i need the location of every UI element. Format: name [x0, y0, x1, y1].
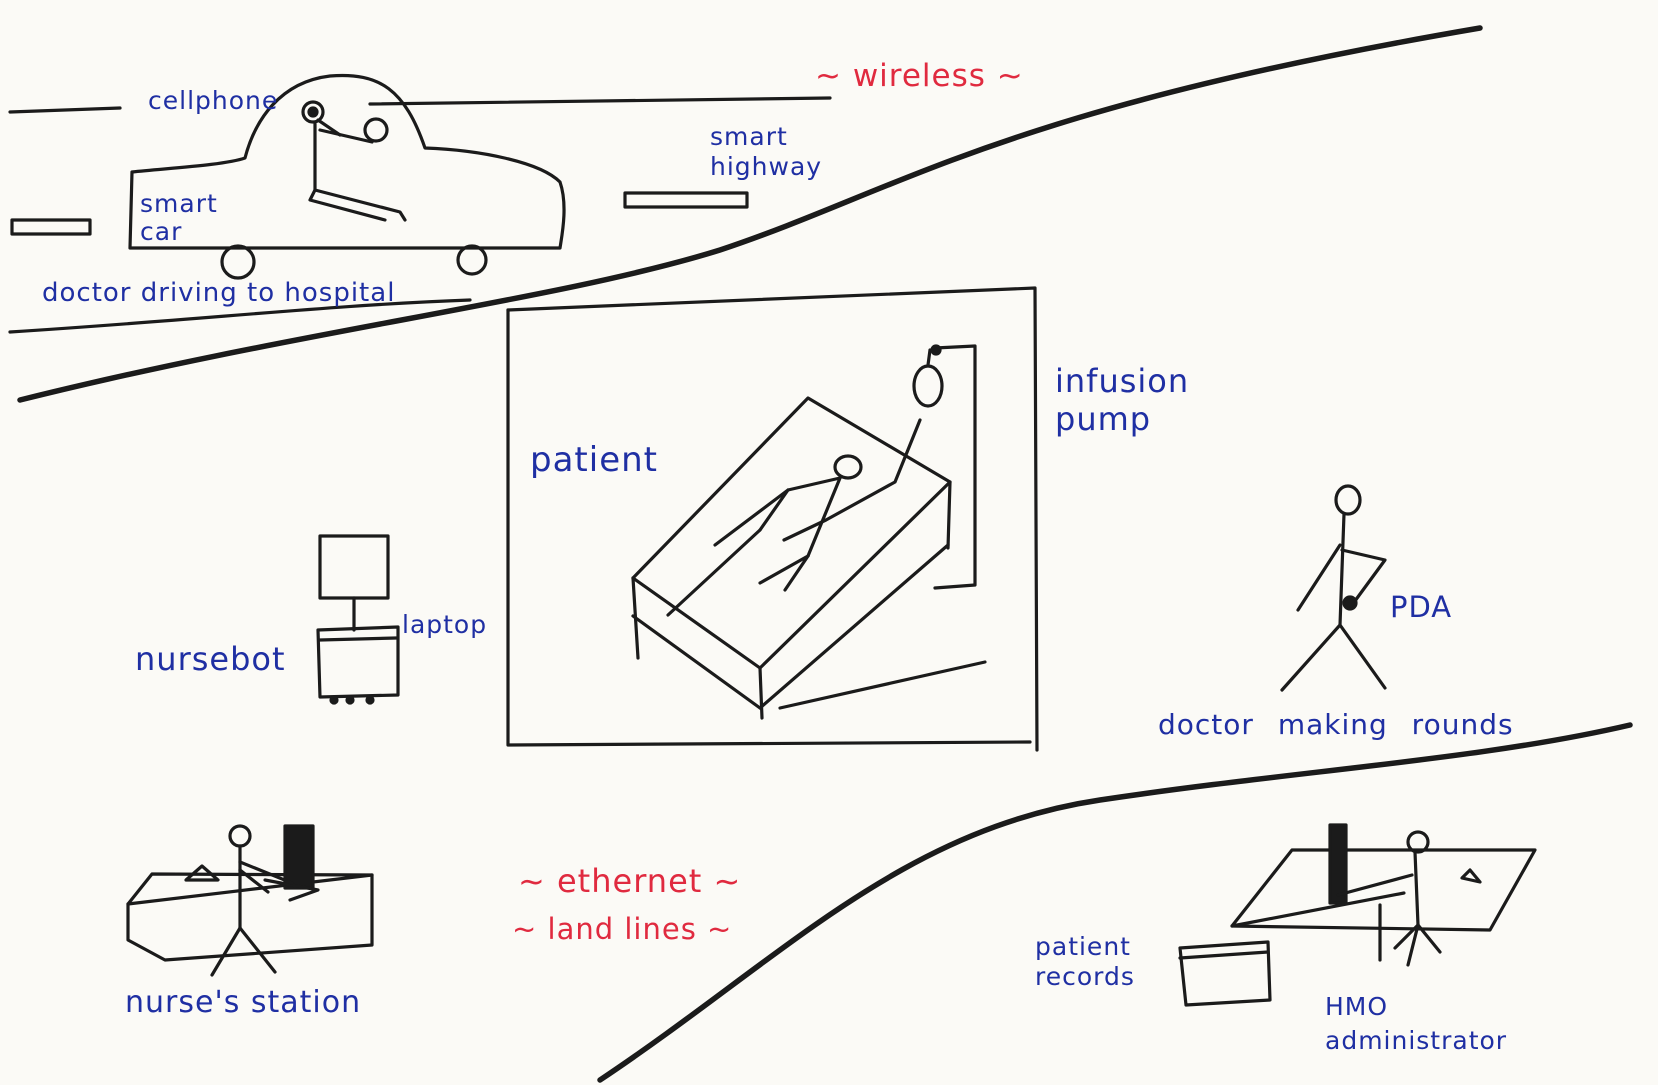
patient-room	[508, 288, 1037, 750]
nursebot-label: nursebot	[135, 640, 286, 678]
wireless-label: ~ wireless ~	[815, 58, 1024, 94]
wireless-zone-divider	[20, 28, 1480, 400]
patient-label: patient	[530, 440, 658, 480]
doctor-driving-label: doctor driving to hospital	[42, 278, 395, 308]
steering-wheel-icon	[365, 119, 387, 141]
nurses-station-drawing	[128, 826, 372, 975]
hmo-administrator-label: HMO administrator	[1325, 990, 1507, 1058]
ethernet-label: ~ ethernet ~	[518, 862, 741, 900]
pda-label: PDA	[1390, 590, 1452, 624]
nurses-station-label: nurse's station	[125, 985, 361, 1020]
hmo-desk-drawing	[1180, 825, 1535, 1005]
nursebot-drawing	[318, 536, 398, 703]
laptop-label: laptop	[402, 610, 487, 639]
infusion-pump-label: infusion pump	[1055, 362, 1189, 438]
patient-records-label: patient records	[1035, 932, 1135, 992]
doctor-rounds-figure	[1282, 486, 1385, 690]
smart-car-label: smart car	[140, 190, 218, 246]
cellphone-label: cellphone	[148, 86, 278, 115]
doctor-rounds-label: doctor making rounds	[1158, 708, 1514, 741]
land-lines-label: ~ land lines ~	[512, 912, 732, 946]
smart-highway-label: smart highway	[710, 122, 822, 182]
